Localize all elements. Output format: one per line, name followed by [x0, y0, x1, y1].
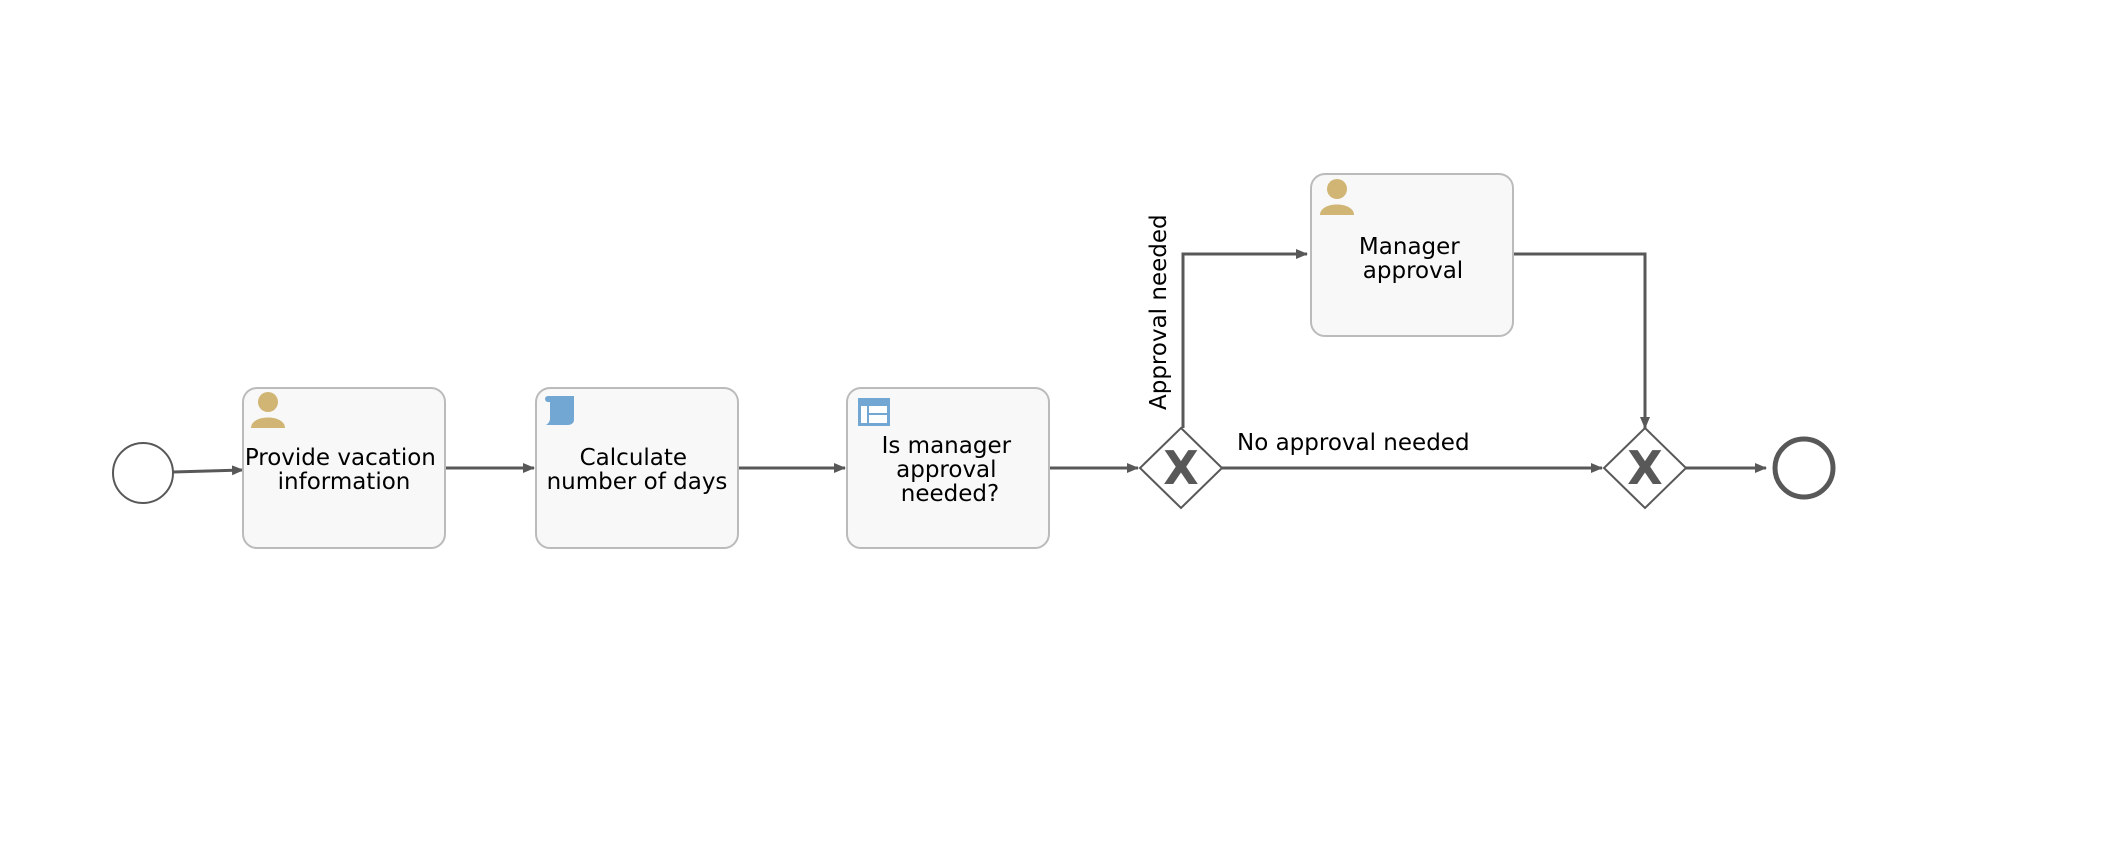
flow-label-approval-needed: Approval needed: [1146, 214, 1172, 410]
svg-text:Is manager approval: Is manager approval needed?: [882, 433, 1019, 507]
user-icon: [251, 392, 285, 428]
svg-text:Calculate number of days: Calculate number of days: [547, 445, 728, 495]
user-icon: [1320, 179, 1354, 215]
task-label-line: Provide vacation: [245, 445, 436, 471]
flow-approval-to-join[interactable]: [1509, 252, 1650, 429]
task-label-line: Calculate: [580, 445, 687, 471]
flow-label-no-approval-needed: No approval needed: [1237, 430, 1470, 456]
exclusive-gateway-join[interactable]: X: [1602, 426, 1688, 510]
end-event[interactable]: [1772, 436, 1836, 500]
task-label-line: number of days: [547, 469, 728, 495]
start-event[interactable]: [112, 442, 174, 504]
task-label-line: Manager: [1359, 234, 1460, 260]
flow-approval-needed[interactable]: [1181, 249, 1308, 428]
task-label-line: approval: [1363, 258, 1463, 284]
gateway-x-marker: X: [1163, 441, 1198, 495]
task-label-line: needed?: [901, 481, 999, 507]
svg-text:Provide vacation informa: Provide vacation information: [245, 445, 443, 495]
task-label-line: Is manager: [882, 433, 1012, 459]
sequence-flows: [172, 249, 1767, 476]
flow-start-to-provide[interactable]: [172, 465, 244, 476]
gateway-x-marker: X: [1627, 441, 1662, 495]
decision-table-icon: [858, 398, 890, 426]
script-icon: [545, 396, 574, 425]
task-label-line: information: [278, 469, 411, 495]
task-manager-approval[interactable]: Manager approval: [1310, 173, 1514, 337]
svg-text:Manager approval: Manager approval: [1359, 234, 1467, 284]
exclusive-gateway-split[interactable]: X: [1138, 426, 1224, 510]
task-provide-vacation-information[interactable]: Provide vacation information: [242, 387, 446, 549]
task-label-line: approval: [896, 457, 996, 483]
task-is-manager-approval-needed[interactable]: Is manager approval needed?: [846, 387, 1050, 549]
task-calculate-number-of-days[interactable]: Calculate number of days: [535, 387, 739, 549]
